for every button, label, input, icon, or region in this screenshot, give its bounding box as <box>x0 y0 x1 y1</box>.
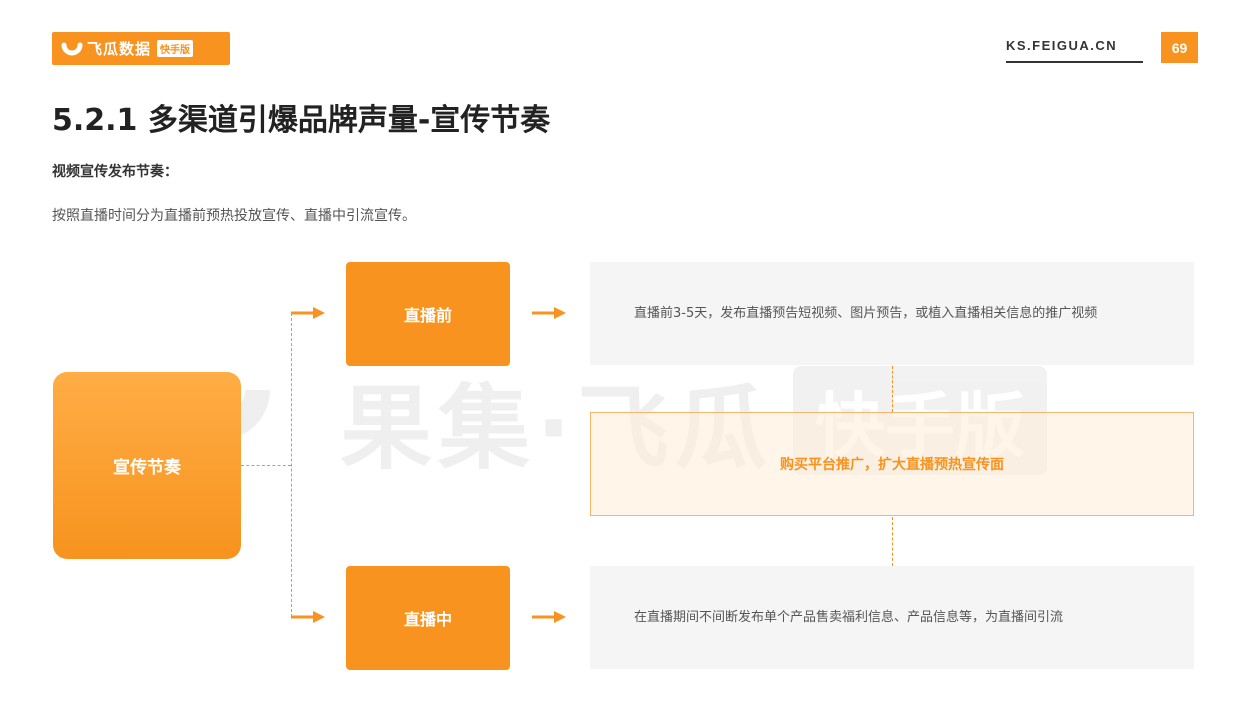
logo-badge: 快手版 <box>157 40 194 57</box>
desc-text-before-live: 直播前3-5天，发布直播预告短视频、图片预告，或植入直播相关信息的推广视频 <box>634 305 1098 321</box>
arrow-right-icon <box>291 611 325 623</box>
page-number: 69 <box>1161 32 1198 63</box>
desc-text-during-live: 在直播期间不间断发布单个产品售卖福利信息、产品信息等，为直播间引流 <box>634 609 1064 625</box>
connector-promo-during <box>892 517 893 566</box>
site-url: KS.FEIGUA.CN <box>1006 38 1118 53</box>
main-box-rhythm: 宣传节奏 <box>53 372 241 559</box>
sub-heading: 视频宣传发布节奏： <box>52 164 178 180</box>
logo-name: 飞瓜数据 <box>87 40 152 58</box>
stage-box-before-live: 直播前 <box>346 262 510 366</box>
connector-before-promo <box>892 366 893 412</box>
arrow-right-icon <box>532 611 566 623</box>
desc-box-before-live: 直播前3-5天，发布直播预告短视频、图片预告，或植入直播相关信息的推广视频 <box>590 262 1194 365</box>
connector-main-out <box>241 465 291 466</box>
feigua-logo-icon <box>61 42 83 55</box>
brand-logo: 飞瓜数据 快手版 <box>52 32 230 65</box>
intro-text: 按照直播时间分为直播前预热投放宣传、直播中引流宣传。 <box>52 208 416 224</box>
connector-trunk <box>291 313 292 617</box>
desc-box-during-live: 在直播期间不间断发布单个产品售卖福利信息、产品信息等，为直播间引流 <box>590 566 1194 669</box>
stage-box-during-live: 直播中 <box>346 566 510 670</box>
site-url-underline <box>1006 61 1143 63</box>
page-title: 5.2.1 多渠道引爆品牌声量-宣传节奏 <box>52 103 551 138</box>
promo-box: 购买平台推广，扩大直播预热宣传面 <box>590 412 1194 516</box>
arrow-right-icon <box>532 307 566 319</box>
arrow-right-icon <box>291 307 325 319</box>
